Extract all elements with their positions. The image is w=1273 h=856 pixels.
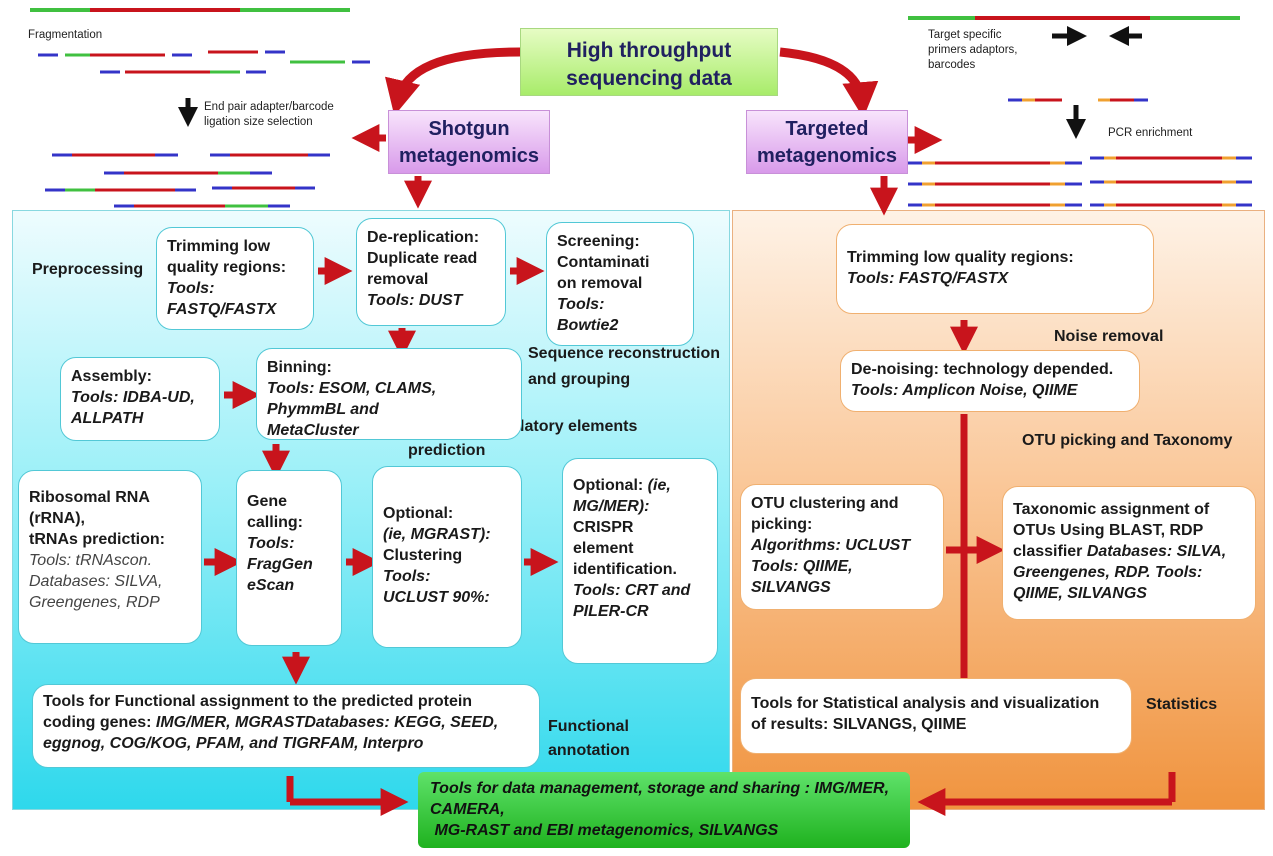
targeted-box: Targeted metagenomics bbox=[746, 110, 908, 174]
statistics-label: Statistics bbox=[1146, 696, 1218, 713]
flow-arrows bbox=[204, 124, 1176, 816]
pcr-enrichment-label: PCR enrichment bbox=[1108, 127, 1193, 139]
screening-box: Screening: Contaminati on removal Tools:… bbox=[546, 222, 694, 346]
functional-annotation-label: Functional annotation bbox=[548, 718, 630, 759]
ribosomal-box: Ribosomal RNA (rRNA), tRNAs prediction: … bbox=[18, 470, 202, 644]
denoising-box: De-noising: technology depended. Tools: … bbox=[840, 350, 1140, 412]
fragmentation-label: Fragmentation bbox=[28, 29, 103, 41]
functional-assignment-box: Tools for Functional assignment to the p… bbox=[32, 684, 540, 768]
noise-removal-label: Noise removal bbox=[1054, 328, 1164, 345]
targeted-trimming-box: Trimming low quality regions: Tools: FAS… bbox=[836, 224, 1154, 314]
curve-arrow-targeted bbox=[779, 47, 879, 119]
binning-box: Binning: Tools: ESOM, CLAMS, PhymmBL and… bbox=[256, 348, 522, 440]
curve-arrow-shotgun bbox=[384, 47, 521, 116]
taxonomic-box: Taxonomic assignment of OTUs Using BLAST… bbox=[1002, 486, 1256, 620]
statistics-box: Tools for Statistical analysis and visua… bbox=[740, 678, 1132, 754]
crispr-box: Optional: (ie, MG/MER): CRISPR element i… bbox=[562, 458, 718, 664]
preprocessing-label: Preprocessing bbox=[32, 261, 144, 278]
read-illustrations-left bbox=[30, 8, 370, 208]
end-pair-label: End pair adapter/barcode ligation size s… bbox=[204, 101, 334, 128]
assembly-box: Assembly: Tools: IDBA-UD, ALLPATH bbox=[60, 357, 220, 441]
otu-clustering-box: OTU clustering and picking: Algorithms: … bbox=[740, 484, 944, 610]
trimming-box: Trimming low quality regions: Tools: FAS… bbox=[156, 227, 314, 330]
data-management-box: Tools for data management, storage and s… bbox=[418, 772, 910, 848]
sequence-reconstruction-label: Sequence reconstruction and grouping bbox=[528, 345, 721, 388]
dereplication-box: De-replication: Duplicate read removal T… bbox=[356, 218, 506, 326]
read-illustrations-right bbox=[908, 16, 1252, 207]
clustering-box: Optional: (ie, MGRAST): Clustering Tools… bbox=[372, 466, 522, 648]
gene-calling-box: Gene calling: Tools: FragGen eScan bbox=[236, 470, 342, 646]
otu-picking-label: OTU picking and Taxonomy bbox=[1022, 432, 1233, 449]
target-specific-label: Target specific primers adaptors, barcod… bbox=[928, 29, 1018, 71]
shotgun-box: Shotgun metagenomics bbox=[388, 110, 550, 174]
sequencing-data-box: High throughput sequencing data bbox=[520, 28, 778, 96]
